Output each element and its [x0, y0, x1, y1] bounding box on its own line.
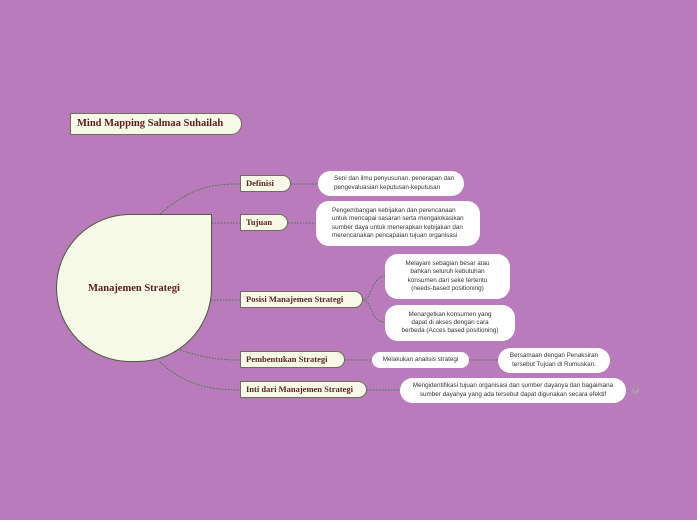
branch-pembentukan[interactable]: Pembentukan Strategi: [240, 351, 345, 368]
tujuan-detail-node[interactable]: Pengembangan kebijakan dan perencanaan u…: [316, 201, 480, 246]
definisi-detail-text: Seni dan ilmu penyusunan, penerapan dan …: [334, 175, 455, 191]
central-topic-label: Manajemen Strategi: [88, 282, 180, 294]
pembentukan-child-text: Bersamaan dengan Penaksiran tersebut Tuj…: [509, 352, 599, 368]
link-definisi: [159, 183, 241, 215]
link-posisi-detail1: [362, 275, 386, 301]
link-posisi-detail2: [362, 299, 386, 323]
branch-inti[interactable]: Inti dari Manajemen Strategi: [240, 381, 367, 398]
posisi-detail1-node[interactable]: Melayani sebagian besar atau bahkan selu…: [385, 254, 510, 299]
tujuan-detail-text: Pengembangan kebijakan dan perencanaan u…: [332, 207, 464, 239]
inti-detail-text: Mengidentifikasi tujuan organisasi dan s…: [412, 382, 614, 398]
central-topic-node[interactable]: Manajemen Strategi: [56, 214, 212, 362]
branch-tujuan[interactable]: Tujuan: [240, 214, 288, 231]
posisi-detail1-text: Melayani sebagian besar atau bahkan selu…: [405, 260, 490, 292]
pembentukan-detail-node[interactable]: Melakukan analisis strategi: [372, 352, 469, 368]
map-title-node[interactable]: Mind Mapping Salmaa Suhailah: [70, 113, 242, 135]
branch-posisi[interactable]: Posisi Manajemen Strategi: [240, 291, 363, 308]
definisi-detail-node[interactable]: Seni dan ilmu penyusunan, penerapan dan …: [318, 171, 464, 196]
link-pembentukan: [179, 349, 241, 361]
posisi-detail2-text: Menargetkan konsumen yang dapat di akses…: [401, 310, 499, 335]
link-inti: [159, 361, 241, 391]
inti-detail-node[interactable]: Mengidentifikasi tujuan organisasi dan s…: [400, 378, 626, 403]
expand-collapse-button[interactable]: +: [631, 386, 640, 395]
pembentukan-child-node[interactable]: Bersamaan dengan Penaksiran tersebut Tuj…: [498, 348, 610, 373]
branch-definisi[interactable]: Definisi: [240, 175, 291, 192]
posisi-detail2-node[interactable]: Menargetkan konsumen yang dapat di akses…: [385, 305, 515, 341]
pembentukan-detail-text: Melakukan analisis strategi: [382, 355, 459, 363]
